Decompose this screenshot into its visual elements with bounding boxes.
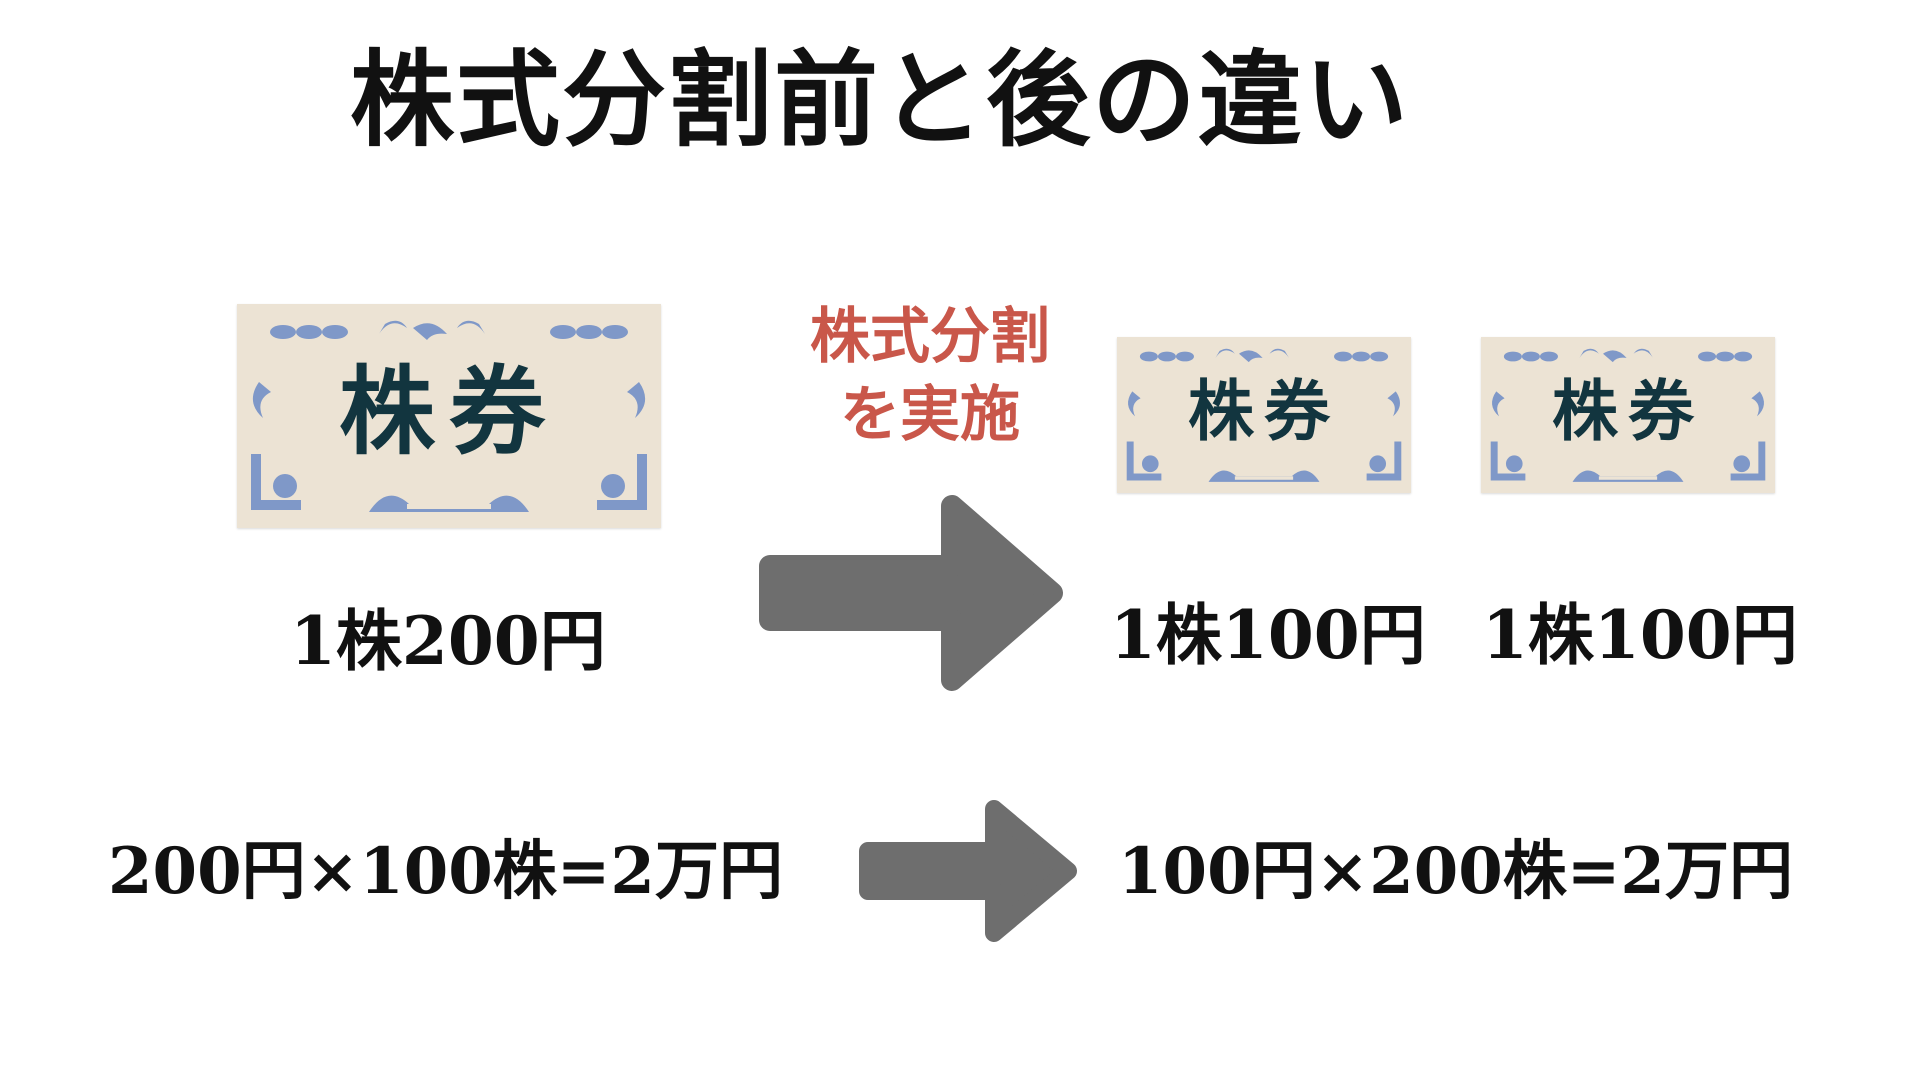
certificate-ornament: [1490, 348, 1766, 482]
certificate-label: 株券: [339, 356, 559, 468]
stock-certificate-icon: 株券: [1481, 337, 1775, 493]
right-arrow-icon: [759, 495, 1063, 691]
certificate-label: 株券: [1552, 373, 1704, 450]
stock-certificate-icon: 株券: [237, 304, 661, 528]
formula-after-split: 100円×200株=2万円: [1118, 834, 1793, 909]
certificate-ornament: [1126, 348, 1402, 482]
split-action-line-2: を実施: [840, 380, 1020, 450]
certificate-label: 株券: [1188, 373, 1340, 450]
split-action-label: 株式分割 を実施: [790, 298, 1070, 454]
price-after-split-2: 1株100円: [1482, 596, 1798, 674]
price-after-split-1: 1株100円: [1110, 596, 1426, 674]
price-before-split: 1株200円: [290, 602, 606, 680]
page-title: 株式分割前と後の違い: [350, 39, 1411, 161]
split-action-line-1: 株式分割: [810, 302, 1050, 372]
certificate-ornament: [251, 320, 647, 512]
formula-before-split: 200円×100株=2万円: [108, 834, 783, 909]
right-arrow-icon: [859, 800, 1077, 942]
stock-certificate-icon: 株券: [1117, 337, 1411, 493]
